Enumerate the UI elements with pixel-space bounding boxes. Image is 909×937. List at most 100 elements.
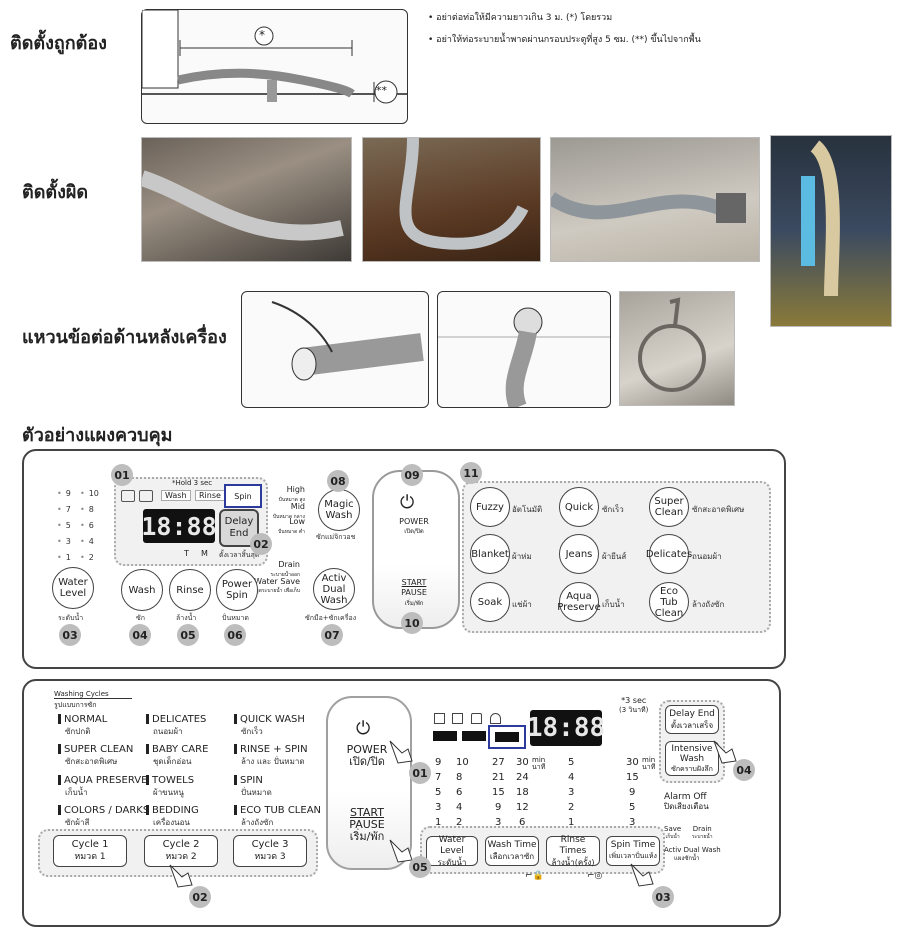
three-sec-l2: (3 วินาที)	[619, 706, 649, 714]
badge-01: 01	[111, 464, 133, 486]
program-aqua-preserve-button[interactable]: Aqua Preserve	[557, 582, 601, 622]
st-min-th: นาที	[642, 763, 656, 771]
program-quick-button[interactable]: Quick	[559, 487, 599, 527]
rinse-button[interactable]: Rinse	[169, 569, 211, 611]
wl-9: 9	[435, 757, 442, 768]
rt-5: 5	[568, 757, 575, 768]
cycle-rinse-spin-th: ล้าง และ ปั่นหมาด	[241, 757, 305, 766]
label-m: M	[201, 549, 208, 558]
water-level-l1: Water	[58, 577, 88, 588]
panel2-power-th: เปิด/ปิด	[349, 755, 385, 768]
st-15: 15	[626, 772, 639, 783]
panel2-start-th: เริ่ม/พัก	[349, 830, 385, 843]
wrong-photo-3	[547, 137, 760, 262]
wl-3: 3	[435, 802, 442, 813]
drain-th: ระบายน้ำออก	[270, 572, 300, 578]
cycle-quick-wash-en: QUICK WASH	[240, 714, 305, 725]
wl-5: 5	[435, 787, 442, 798]
program-super-clean-button[interactable]: Super Clean	[649, 487, 689, 527]
badge2-01: 01	[409, 762, 431, 784]
intensive-l1: Intensive	[671, 743, 713, 754]
badge-04: 04	[129, 624, 151, 646]
spin-stage-highlighted	[488, 725, 526, 749]
wl-10: 10	[456, 757, 469, 768]
washing-cycles-th: รูปแบบการซัก	[54, 701, 97, 709]
note-1: • อย่าต่อท่อให้มีความยาวเกิน 3 ม. (*) โด…	[428, 13, 613, 23]
cycle-eco-tub-clean-th: ล้างถังซัก	[241, 818, 274, 827]
badge-08: 08	[327, 470, 349, 492]
program-fuzzy-th: อัตโนมัติ	[512, 505, 543, 514]
alarm-off-th: ปิดเสียงเตือน	[664, 802, 709, 811]
btn-wash-time-th: เลือกเวลาซัก	[489, 852, 535, 861]
intensity-mid: Mid ปั่นหมาด กลาง	[267, 502, 305, 522]
cycle-aqua-preserve-en: AQUA PRESERVE	[64, 775, 148, 786]
drain2-th: ระบายน้ำ	[692, 834, 713, 840]
activ-dual-l3: Wash	[320, 594, 348, 606]
tab-rinse: Rinse	[195, 490, 225, 501]
st-9: 9	[629, 787, 636, 798]
badge-03: 03	[59, 624, 81, 646]
cycle-normal-th: ซักปกติ	[65, 727, 91, 736]
program-fuzzy-button[interactable]: Fuzzy	[470, 487, 510, 527]
wt-18: 18	[516, 787, 529, 798]
program-eco-tub-clean-button[interactable]: Eco Tub Clean	[649, 582, 689, 622]
note-2: • อย่าให้ท่อระบายน้ำพาดผ่านกรอบประตูที่ส…	[428, 35, 701, 45]
badge-10: 10	[401, 612, 423, 634]
panel2-power-column	[326, 696, 412, 870]
level-5: 5	[57, 521, 71, 530]
badge2-04: 04	[733, 759, 755, 781]
cycle-baby-care: BABY CARE ชุดเด็กอ่อน	[146, 744, 208, 768]
intensity-mid-th: ปั่นหมาด กลาง	[272, 514, 305, 520]
level-2: 2	[80, 553, 94, 562]
wash-stage-icon	[433, 731, 457, 741]
badge-09: 09	[401, 464, 423, 486]
tab-spin-highlighted: Spin	[224, 484, 262, 508]
level-6: 6	[80, 521, 94, 530]
alarm-combo-icon: ⌐◎	[587, 871, 603, 881]
st-min-en: min	[642, 756, 656, 764]
heading-correct: ติดตั้งถูกต้อง	[10, 33, 107, 54]
cycle-2-en: Cycle 2	[162, 839, 200, 850]
power-spin-l2: Spin	[226, 590, 248, 601]
star-label: *	[259, 28, 265, 42]
cycle-baby-care-th: ชุดเด็กอ่อน	[153, 757, 192, 766]
intensity-mid-en: Mid	[290, 502, 305, 511]
program-delicates-button[interactable]: Delicates	[646, 534, 692, 574]
program-jeans-button[interactable]: Jeans	[559, 534, 599, 574]
wash-button[interactable]: Wash	[121, 569, 163, 611]
alarm-off-en: Alarm Off	[664, 792, 707, 802]
panel2-power-icon[interactable]: ⏻	[356, 718, 371, 739]
program-blanket-button[interactable]: Blanket	[470, 534, 510, 574]
drain-en: Drain	[278, 560, 300, 569]
cycle-baby-care-en: BABY CARE	[152, 744, 209, 755]
btn-spin-time-en: Spin Time	[610, 840, 656, 850]
delay-line1: Delay	[224, 516, 254, 527]
wl-6: 6	[456, 787, 463, 798]
power-icon[interactable]: ⏻	[400, 492, 415, 513]
program-soak-button[interactable]: Soak	[470, 582, 510, 622]
badge-06: 06	[224, 624, 246, 646]
